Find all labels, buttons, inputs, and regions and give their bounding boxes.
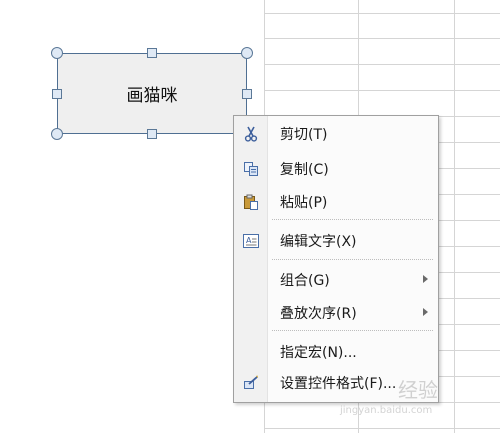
shape-label: 画猫咪 — [126, 86, 178, 106]
menu-item-paste[interactable]: 粘贴(P) — [234, 189, 438, 215]
grid-line — [264, 428, 500, 429]
grid-line — [454, 0, 455, 433]
svg-text:A: A — [246, 236, 252, 245]
menu-item-group[interactable]: 组合(G) — [234, 267, 438, 293]
menu-separator — [272, 330, 433, 331]
resize-handle-bottom-left[interactable] — [51, 128, 63, 140]
submenu-arrow-icon — [423, 308, 428, 316]
copy-icon — [242, 161, 260, 177]
submenu-arrow-icon — [423, 275, 428, 283]
resize-handle-top-right[interactable] — [241, 47, 253, 59]
resize-handle-top-left[interactable] — [51, 47, 63, 59]
menu-separator — [272, 259, 433, 260]
resize-handle-right[interactable] — [242, 89, 252, 99]
resize-handle-left[interactable] — [52, 89, 62, 99]
menu-item-order[interactable]: 叠放次序(R) — [234, 300, 438, 326]
menu-item-edit-text[interactable]: A 编辑文字(X) — [234, 228, 438, 254]
menu-separator — [272, 219, 433, 220]
grid-line — [264, 38, 500, 39]
format-control-icon — [242, 375, 260, 391]
menu-item-format-control[interactable]: 设置控件格式(F)... — [234, 370, 438, 396]
selected-shape[interactable]: 画猫咪 — [57, 53, 247, 134]
paste-icon — [242, 194, 260, 210]
grid-line — [264, 64, 500, 65]
scissors-icon — [242, 126, 260, 142]
grid-line — [264, 90, 500, 91]
resize-handle-bottom[interactable] — [147, 129, 157, 139]
grid-line — [264, 13, 500, 14]
watermark: 经验 jingyan.baidu.com — [340, 378, 438, 416]
menu-item-assign-macro[interactable]: 指定宏(N)... — [280, 345, 357, 361]
context-menu: 剪切(T) 复制(C) 粘贴(P) A — [233, 115, 439, 403]
menu-item-copy[interactable]: 复制(C) — [234, 156, 438, 182]
resize-handle-top[interactable] — [147, 48, 157, 58]
menu-item-cut[interactable]: 剪切(T) — [234, 121, 438, 147]
edit-text-icon: A — [242, 233, 260, 249]
